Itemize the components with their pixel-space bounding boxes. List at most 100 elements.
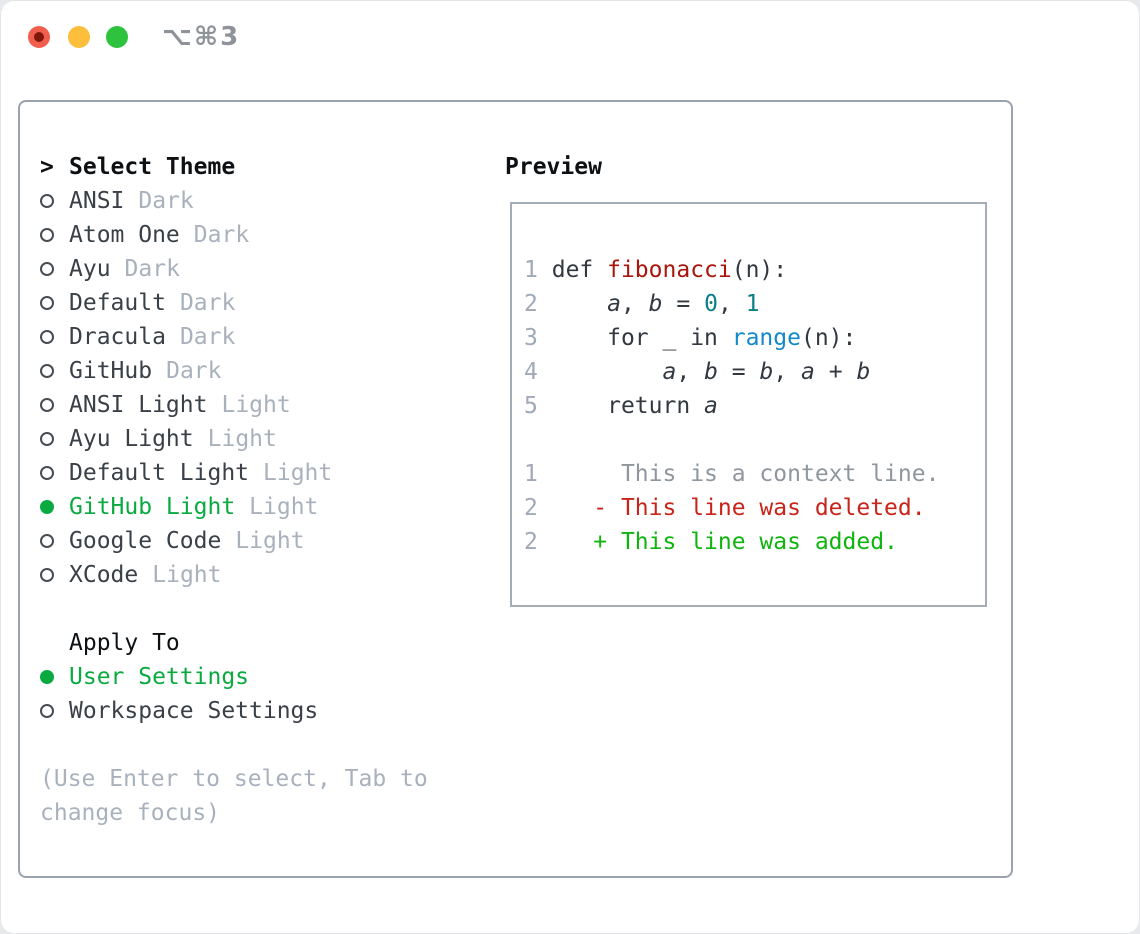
code-token: - This line was deleted. (551, 495, 926, 521)
code-token: b (704, 359, 718, 385)
theme-name: Default Light (69, 460, 250, 486)
help-text-line-1: (Use Enter to select, Tab to (40, 766, 428, 792)
theme-option-default[interactable]: Default Dark (40, 286, 428, 320)
radio-unselected-icon (40, 194, 54, 208)
code-token: a (801, 359, 815, 385)
apply-option-user-settings[interactable]: User Settings (40, 660, 428, 694)
apply-to-header: Apply To (69, 630, 180, 656)
help-text-line-2: change focus) (40, 800, 221, 826)
minimize-button[interactable] (68, 26, 90, 48)
theme-name: ANSI Light (69, 392, 208, 418)
code-token: = (662, 291, 705, 317)
line-number: 4 (524, 359, 538, 385)
select-theme-header: > Select Theme (40, 150, 428, 184)
code-token: b (759, 359, 774, 385)
code-token: , (717, 291, 746, 317)
theme-name: GitHub Light (69, 494, 236, 520)
theme-option-github-light[interactable]: GitHub Light Light (40, 490, 428, 524)
close-button[interactable] (28, 26, 50, 48)
theme-name: Default (69, 290, 166, 316)
apply-option-label: Workspace Settings (69, 698, 319, 724)
line-number: 2 (524, 291, 538, 317)
radio-unselected-icon (40, 704, 54, 718)
radio-unselected-icon (40, 330, 54, 344)
code-line: 1 def fibonacci(n): (524, 253, 985, 287)
code-token: b (856, 359, 871, 385)
code-token: return (551, 393, 705, 419)
code-token: a (704, 393, 718, 419)
radio-unselected-icon (40, 398, 54, 412)
theme-option-default-light[interactable]: Default Light Light (40, 456, 428, 490)
code-token: , (676, 359, 705, 385)
radio-unselected-icon (40, 296, 54, 310)
code-token: + This line was added. (551, 529, 898, 555)
radio-unselected-icon (40, 534, 54, 548)
code-line: 4 a, b = b, a + b (524, 355, 985, 389)
code-token: (n): (800, 325, 857, 351)
line-number: 1 (524, 461, 538, 487)
code-token: This is a context line. (551, 461, 940, 487)
theme-variant-tag: Light (235, 528, 305, 554)
line-number: 1 (524, 257, 538, 283)
code-token: , (773, 359, 802, 385)
theme-name: GitHub (69, 358, 153, 384)
code-token: a (607, 291, 621, 317)
radio-unselected-icon (40, 466, 54, 480)
apply-option-workspace-settings[interactable]: Workspace Settings (40, 694, 428, 728)
theme-variant-tag: Dark (179, 290, 236, 316)
code-token: + (814, 359, 857, 385)
code-line: 3 for _ in range(n): (524, 321, 985, 355)
theme-name: XCode (69, 562, 139, 588)
code-line: 2 a, b = 0, 1 (524, 287, 985, 321)
code-line: 1 This is a context line. (524, 457, 985, 491)
line-number: 2 (524, 529, 538, 555)
theme-name: ANSI (69, 188, 125, 214)
code-token: = (717, 359, 760, 385)
code-token: , (620, 291, 649, 317)
theme-variant-tag: Light (263, 460, 333, 486)
theme-variant-tag: Light (152, 562, 222, 588)
code-token: range (731, 325, 801, 351)
window-shortcut-label: ⌥⌘3 (162, 22, 241, 52)
theme-name: Ayu (69, 256, 111, 282)
prompt-icon: > (40, 154, 54, 180)
code-token: 1 (745, 291, 760, 317)
code-line: 2 - This line was deleted. (524, 491, 985, 525)
theme-option-ansi-light[interactable]: ANSI Light Light (40, 388, 428, 422)
panel-title: Select Theme (69, 154, 236, 180)
theme-option-xcode[interactable]: XCode Light (40, 558, 428, 592)
theme-variant-tag: Dark (179, 324, 236, 350)
spacer (40, 592, 428, 626)
theme-variant-tag: Light (221, 392, 291, 418)
theme-option-ayu[interactable]: Ayu Dark (40, 252, 428, 286)
line-number: 5 (524, 393, 538, 419)
code-token: fibonacci (607, 257, 732, 283)
code-token: a (662, 359, 677, 385)
apply-option-label: User Settings (69, 664, 250, 690)
zoom-button[interactable] (106, 26, 128, 48)
radio-unselected-icon (40, 228, 54, 242)
theme-variant-tag: Light (207, 426, 277, 452)
code-line (524, 423, 985, 457)
code-line: 5 return a (524, 389, 985, 423)
theme-variant-tag: Dark (124, 256, 180, 282)
theme-variant-tag: Light (249, 494, 319, 520)
code-token (552, 291, 607, 317)
code-token: for _ in (551, 325, 732, 351)
code-line: 2 + This line was added. (524, 525, 985, 559)
radio-selected-icon (40, 500, 54, 514)
